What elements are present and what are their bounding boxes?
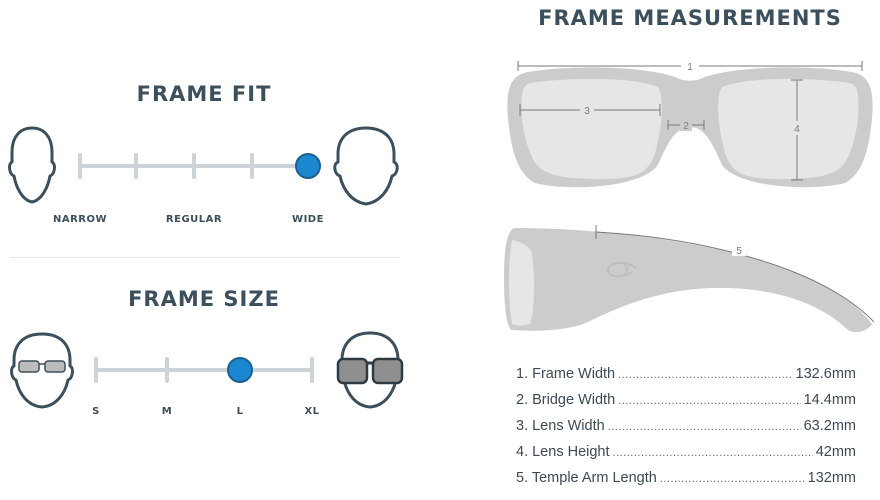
brand-logo-icon <box>606 262 637 278</box>
measurement-value: 42mm <box>815 444 856 460</box>
fit-label-regular: REGULAR <box>165 214 223 225</box>
measurement-row-frame-width: 1. Frame Width 132.6mm <box>516 366 856 392</box>
front-view-diagram: 1 3 2 4 <box>507 59 873 188</box>
frame-fit-title: FRAME FIT <box>136 82 272 106</box>
side-lens-shape <box>509 240 535 326</box>
measurement-label: 5. Temple Arm Length <box>516 470 657 486</box>
dimension-label-3: 3 <box>584 106 590 117</box>
frame-measurements-title: FRAME MEASUREMENTS <box>538 6 842 30</box>
size-label-s: S <box>92 406 100 417</box>
frame-fit-graphic <box>8 126 399 206</box>
small-glasses-head-icon <box>10 332 74 409</box>
frame-fit-slider <box>78 153 308 179</box>
frame-fit-selected-marker <box>295 153 321 179</box>
measurement-value: 132.6mm <box>795 366 856 382</box>
dimension-label-1: 1 <box>687 62 693 73</box>
measurement-value: 14.4mm <box>803 392 856 408</box>
measurement-row-bridge-width: 2. Bridge Width 14.4mm <box>516 392 856 418</box>
measurement-label: 3. Lens Width <box>516 418 605 434</box>
leader-dots <box>608 421 801 433</box>
size-label-xl: XL <box>304 406 320 417</box>
size-label-l: L <box>236 406 244 417</box>
measurements-list: 1. Frame Width 132.6mm 2. Bridge Width 1… <box>516 366 856 496</box>
fit-label-wide: WIDE <box>292 214 324 225</box>
leader-dots <box>660 473 805 485</box>
left-lens-shape <box>521 78 662 179</box>
measurement-value: 132mm <box>807 470 856 486</box>
leader-dots <box>613 447 813 459</box>
size-label-m: M <box>161 406 173 417</box>
measurement-label: 4. Lens Height <box>516 444 610 460</box>
narrow-head-icon <box>8 126 56 204</box>
frame-size-slider <box>94 357 314 383</box>
fit-label-narrow: NARROW <box>52 214 108 225</box>
side-view-diagram: 5 <box>504 225 875 333</box>
measurement-label: 2. Bridge Width <box>516 392 616 408</box>
large-glasses-head-icon <box>336 331 404 409</box>
dimension-label-4: 4 <box>794 124 800 135</box>
right-lens-shape <box>718 78 859 179</box>
measurement-value: 63.2mm <box>803 418 856 434</box>
measurement-row-lens-width: 3. Lens Width 63.2mm <box>516 418 856 444</box>
leader-dots <box>618 369 792 381</box>
dimension-label-2: 2 <box>683 121 689 132</box>
wide-head-icon <box>333 126 399 206</box>
measurement-row-temple-arm-length: 5. Temple Arm Length 132mm <box>516 470 856 496</box>
frame-size-title: FRAME SIZE <box>128 287 280 311</box>
dimension-label-5: 5 <box>736 246 742 257</box>
measurement-label: 1. Frame Width <box>516 366 616 382</box>
temple-arm-shape <box>504 228 872 333</box>
measurement-row-lens-height: 4. Lens Height 42mm <box>516 444 856 470</box>
leader-dots <box>618 395 800 407</box>
frame-size-graphic <box>10 331 404 409</box>
frame-size-selected-marker <box>227 357 253 383</box>
section-divider <box>10 257 400 258</box>
